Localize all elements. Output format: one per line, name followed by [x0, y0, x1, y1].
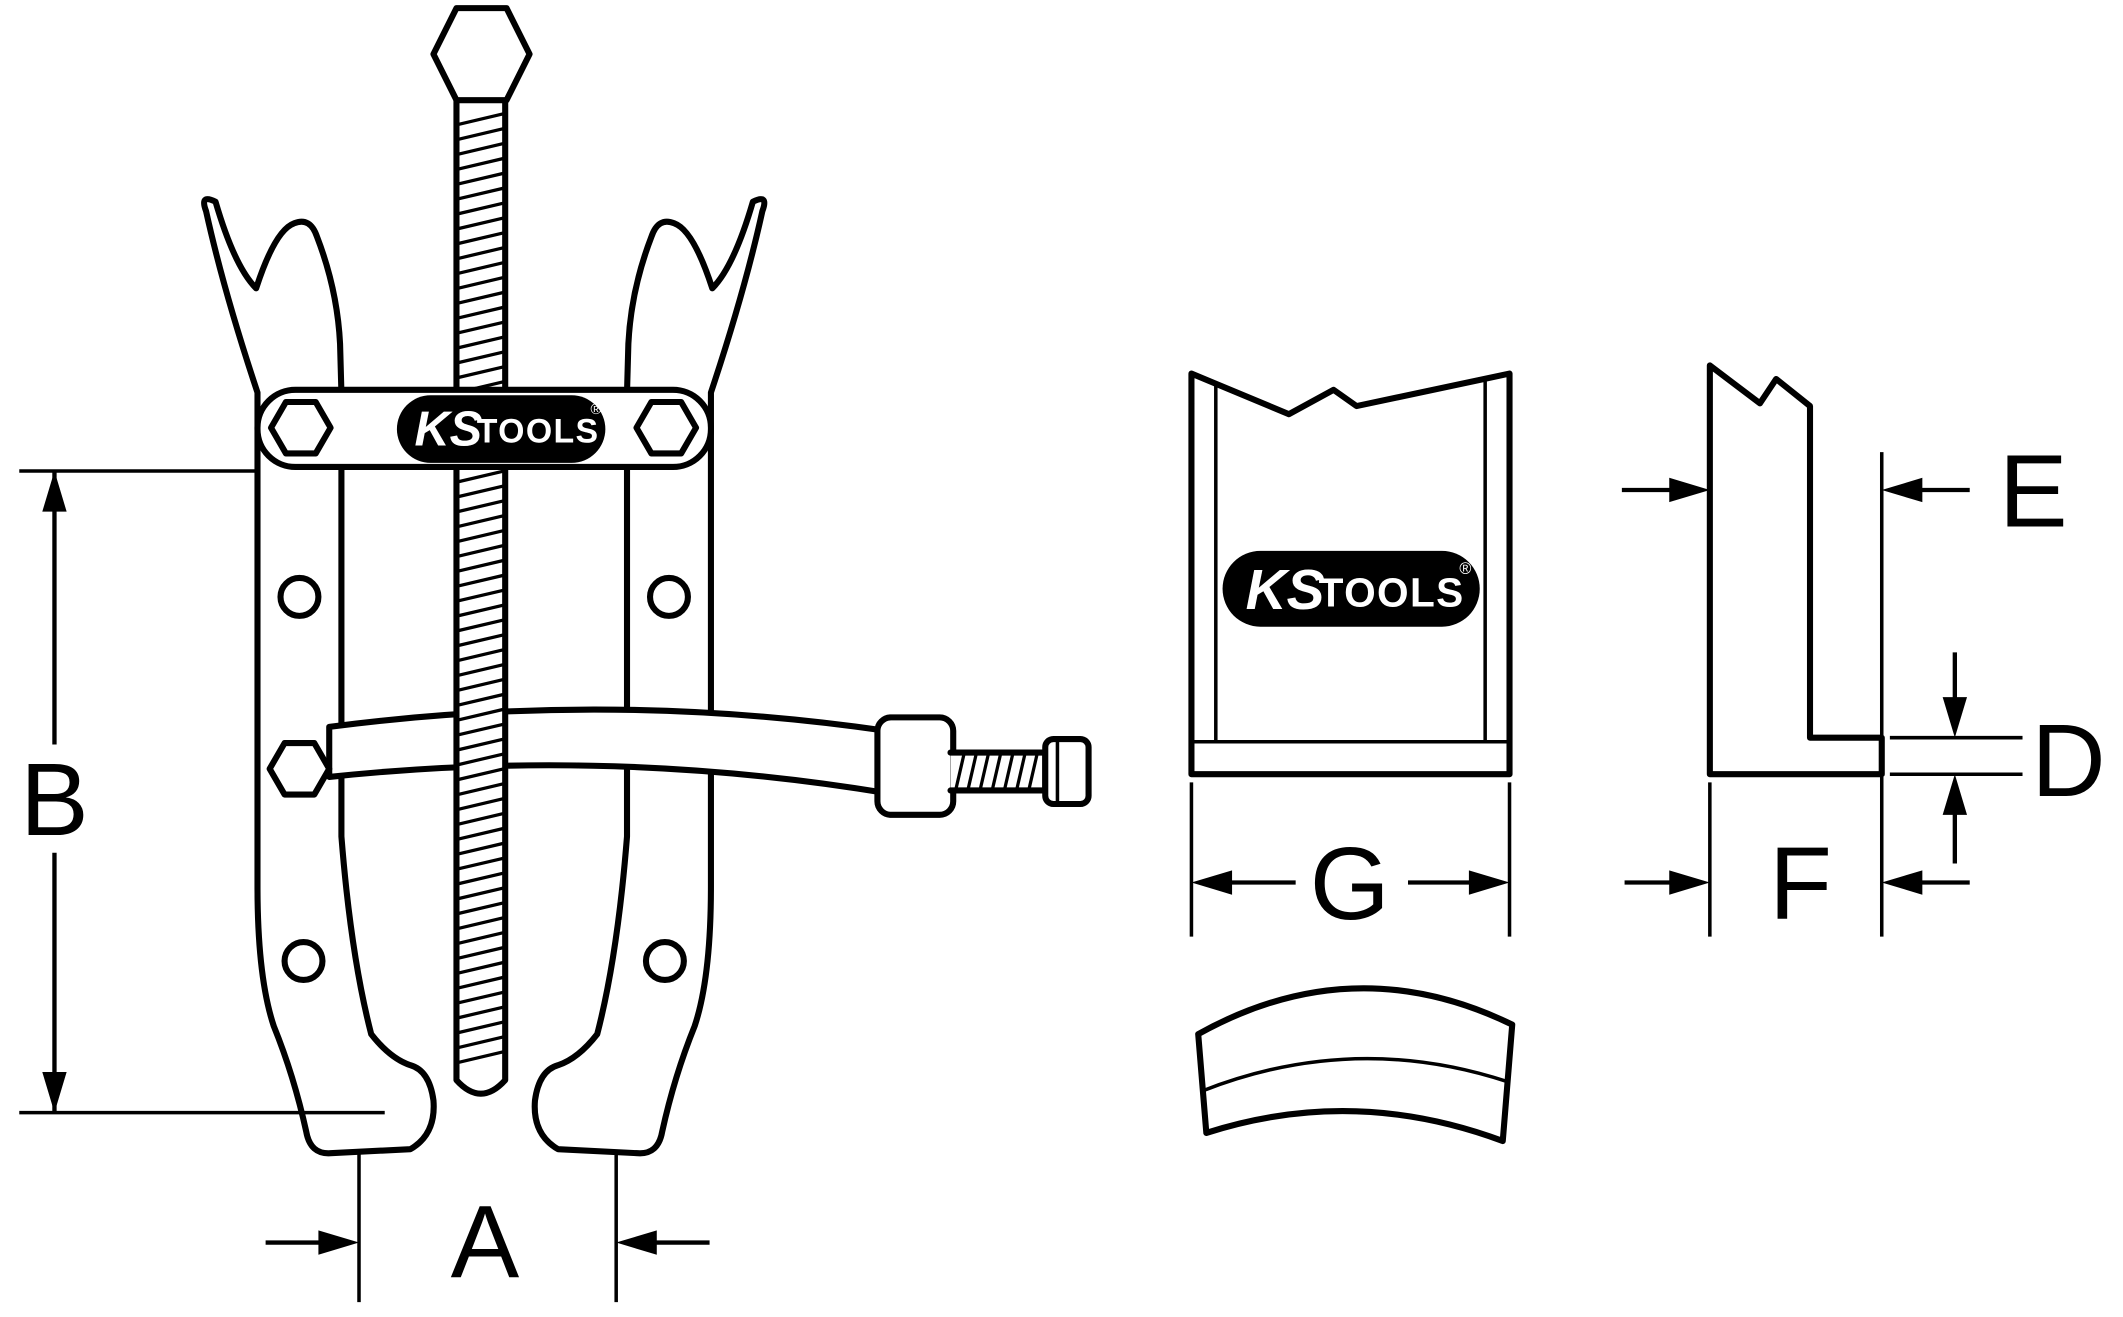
arrowhead-right [1468, 870, 1510, 895]
band-bolt-hex [266, 740, 333, 798]
dimension-a-label: A [451, 1185, 520, 1300]
puller-assembly: KS TOOLS ® [201, 5, 1092, 1157]
arrowhead-left [616, 1230, 657, 1255]
dimension-a: A [265, 1150, 710, 1303]
arrowhead-up [42, 471, 67, 512]
logo-ks-text: KS [1246, 559, 1325, 622]
logo-oval [396, 395, 606, 463]
logo-tools-text: TOOLS [1319, 569, 1465, 615]
logo-registered-mark: ® [590, 402, 601, 418]
logo-oval [1222, 550, 1480, 627]
left-arm [201, 196, 437, 1157]
logo-registered-mark: ® [1459, 560, 1471, 578]
arrowhead-left [1191, 870, 1233, 895]
dimension-b-label: B [20, 742, 89, 857]
jaw-segment-outline [1195, 985, 1516, 1145]
jaw-segment-edge-line [1201, 1056, 1508, 1093]
side-screw-head [1042, 735, 1092, 808]
right-arm-lower-hole [642, 939, 687, 984]
side-screw-threads [954, 753, 1039, 790]
dimension-f: F [1624, 776, 1970, 941]
arrowhead-right [318, 1230, 360, 1255]
arrowhead-up [1942, 774, 1968, 815]
arrowhead-left [1881, 477, 1923, 503]
dimension-g-label: G [1310, 826, 1390, 941]
dimension-b: B [19, 469, 385, 1115]
ks-tools-logo-jaw: KS TOOLS ® [1222, 550, 1480, 627]
arrowhead-down [42, 1072, 67, 1113]
dimension-d-label: D [2031, 703, 2105, 818]
dimension-e: E [1621, 434, 2068, 735]
arrowhead-down [1942, 697, 1968, 738]
crossbar-nut-right [633, 398, 700, 457]
left-arm-upper-hole [277, 574, 322, 619]
jaw-front-view: KS TOOLS ® [1188, 370, 1513, 778]
left-arm-lower-hole [281, 939, 326, 984]
arrowhead-left [1881, 870, 1923, 895]
logo-ks-text: KS [415, 402, 483, 456]
dimension-g: G [1189, 782, 1512, 941]
jaw-segment-view [1195, 985, 1516, 1145]
dimension-d: D [1889, 652, 2106, 864]
dimension-e-label: E [1999, 434, 2068, 549]
logo-tools-text: TOOLS [477, 413, 600, 451]
jaw-side-outline [1706, 362, 1885, 778]
right-arm [531, 196, 768, 1157]
jaw-side-view [1706, 362, 1885, 778]
arrowhead-right [1669, 477, 1710, 503]
threaded-spindle [453, 94, 509, 1097]
crossbar-nut-left [267, 398, 334, 457]
spindle-hex-head [430, 5, 533, 104]
crossbar: KS TOOLS ® [254, 386, 714, 471]
band-screw-block [874, 714, 957, 818]
band-strap [326, 706, 890, 797]
right-arm-upper-hole [646, 574, 691, 619]
arrowhead-right [1669, 870, 1710, 895]
ks-tools-logo-crossbar: KS TOOLS ® [396, 395, 606, 463]
dimension-f-label: F [1769, 826, 1832, 941]
